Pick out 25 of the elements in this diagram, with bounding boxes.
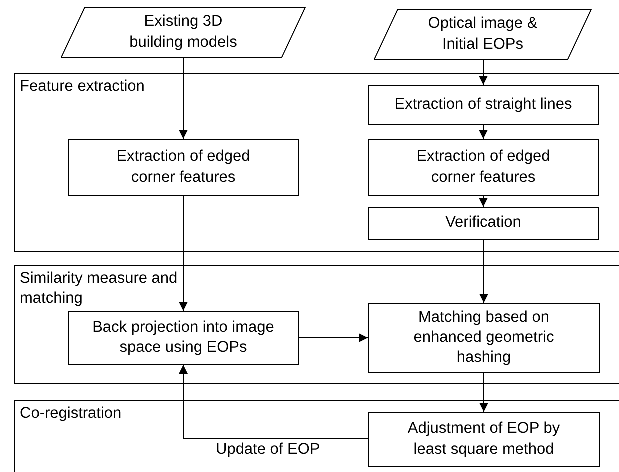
arrow [480,240,488,304]
stage-panel [14,400,619,472]
process-box: Back projection into image space using EOPs [68,311,299,365]
process-box: Extraction of straight lines [368,85,599,125]
arrow [179,364,368,440]
arrow [179,58,188,140]
node-text: Existing 3D building models [128,12,238,52]
arrow [179,196,188,312]
process-box: Adjustment of EOP by least square method [368,412,600,467]
process-box: Verification [368,207,599,240]
edge-label: Update of EOP [216,441,320,459]
process-box: Matching based on enhanced geometric hashing [368,303,600,373]
stage-title: Similarity measure and matching [20,269,179,310]
stage-title: Feature extraction [20,77,145,97]
arrow [479,124,488,140]
arrow [480,372,488,412]
node-text: Optical image & Initial EOPs [427,14,539,54]
stage-panel [14,73,619,252]
stage-panel [14,265,619,384]
process-box: Extraction of edged corner features [368,139,599,196]
arrow [298,334,368,342]
arrow [479,60,488,86]
stage-title: Co-registration [20,404,122,424]
process-box: Extraction of edged corner features [68,139,299,196]
arrow [479,196,488,208]
